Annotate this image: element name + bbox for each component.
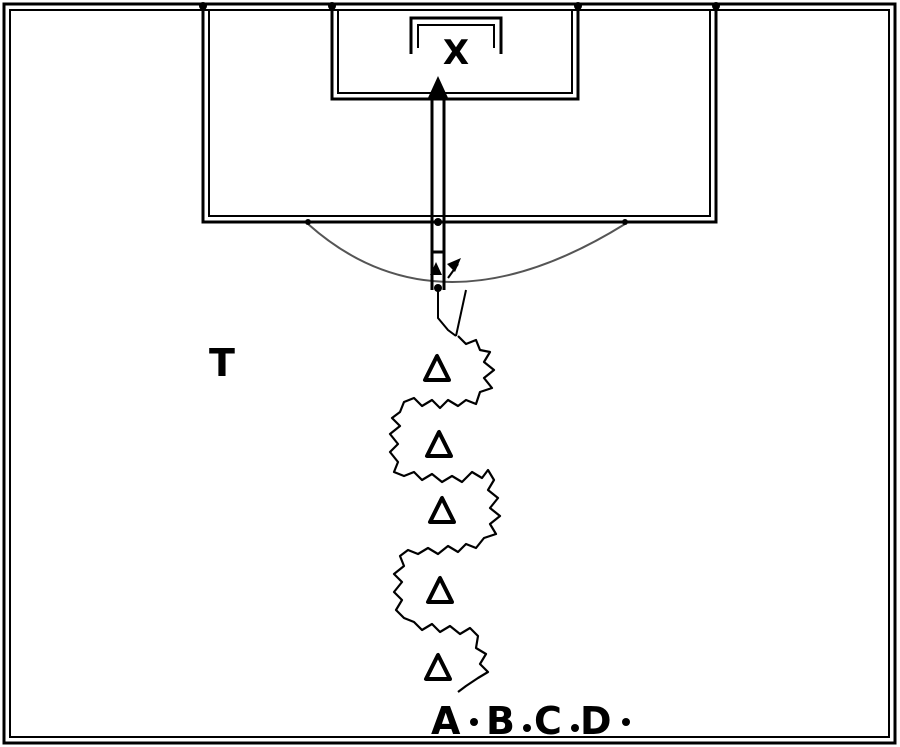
- coach-label: T: [209, 341, 235, 385]
- shot-arrowhead: [427, 76, 449, 100]
- player-label-d: D: [580, 699, 612, 743]
- cone-1: [423, 354, 451, 382]
- slalom-dribble-path: [388, 335, 502, 693]
- cone-4: [426, 576, 454, 604]
- shot-path: [430, 100, 446, 290]
- cone-5: [424, 653, 452, 681]
- training-cones: [423, 354, 456, 681]
- player-dot-a: [470, 718, 478, 726]
- pass-arrowhead: [447, 258, 461, 272]
- penalty-area: [201, 4, 718, 224]
- line-junctions: [199, 2, 720, 226]
- dribble-path-entry: [437, 290, 457, 337]
- player-label-a: A: [431, 699, 461, 743]
- goal-area: [330, 4, 580, 101]
- player-label-c: C: [534, 699, 562, 743]
- player-dot-b: [523, 724, 531, 732]
- pass-start-dot: [434, 284, 442, 292]
- player-dot-c: [571, 724, 579, 732]
- penalty-arc: [307, 223, 626, 283]
- player-dot-d: [622, 718, 630, 726]
- player-label-b: B: [486, 699, 515, 743]
- cone-3: [428, 496, 456, 524]
- goal-marker: [409, 16, 503, 54]
- player-queue: A B C D: [431, 699, 630, 743]
- pass-arrow: [447, 263, 467, 337]
- goalkeeper-label: X: [443, 33, 469, 73]
- cone-2: [425, 430, 453, 458]
- arrow-mid-marker: [430, 262, 442, 275]
